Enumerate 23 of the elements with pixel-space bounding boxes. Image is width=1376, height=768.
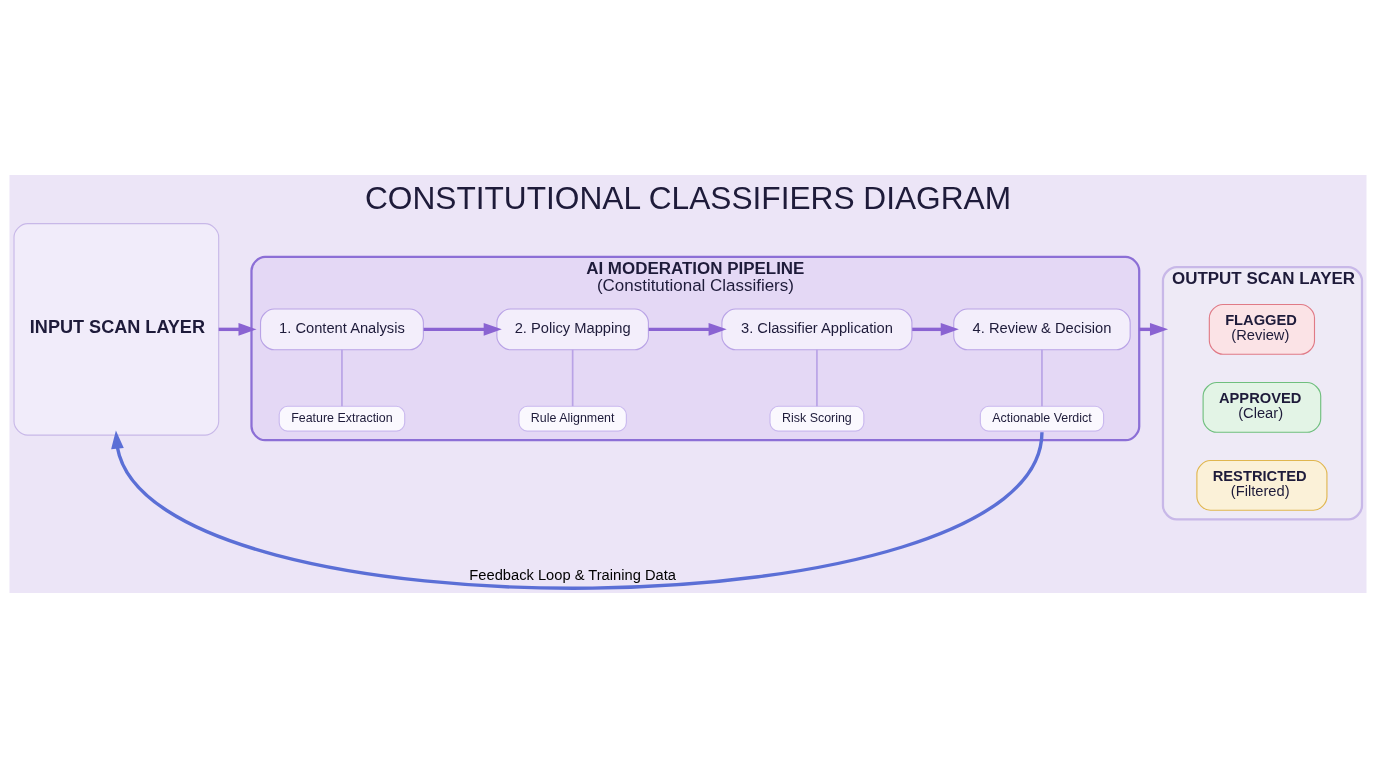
node-box: Actionable Verdict [979, 405, 1105, 432]
arrow [648, 323, 727, 336]
node-box: 4. Review & Decision [953, 308, 1131, 351]
diagram-title: CONSTITUTIONAL CLASSIFIERS DIAGRAM [364, 180, 1012, 217]
connector [1041, 348, 1043, 407]
node-box: RESTRICTED (Filtered) [1196, 459, 1328, 511]
node-box: 1. Content Analysis [259, 308, 424, 351]
arrow [912, 323, 959, 336]
connector [341, 348, 343, 407]
node-box: Risk Scoring [769, 405, 865, 432]
arrow [111, 430, 1044, 590]
arrow [423, 323, 502, 336]
node-box: INPUT SCAN LAYER [13, 223, 220, 436]
connector [571, 348, 574, 407]
arrow [218, 323, 257, 336]
node-box: 3. Classifier Application [721, 308, 913, 351]
edge-label: Feedback Loop & Training Data [469, 566, 676, 583]
node-box: 2. Policy Mapping [496, 308, 649, 351]
node-box: Feature Extraction [278, 405, 406, 432]
node-box: APPROVED (Clear) [1202, 381, 1322, 433]
node-box: Rule Alignment [518, 405, 627, 432]
connector [816, 348, 818, 407]
node-box: FLAGGED (Review) [1208, 303, 1316, 355]
